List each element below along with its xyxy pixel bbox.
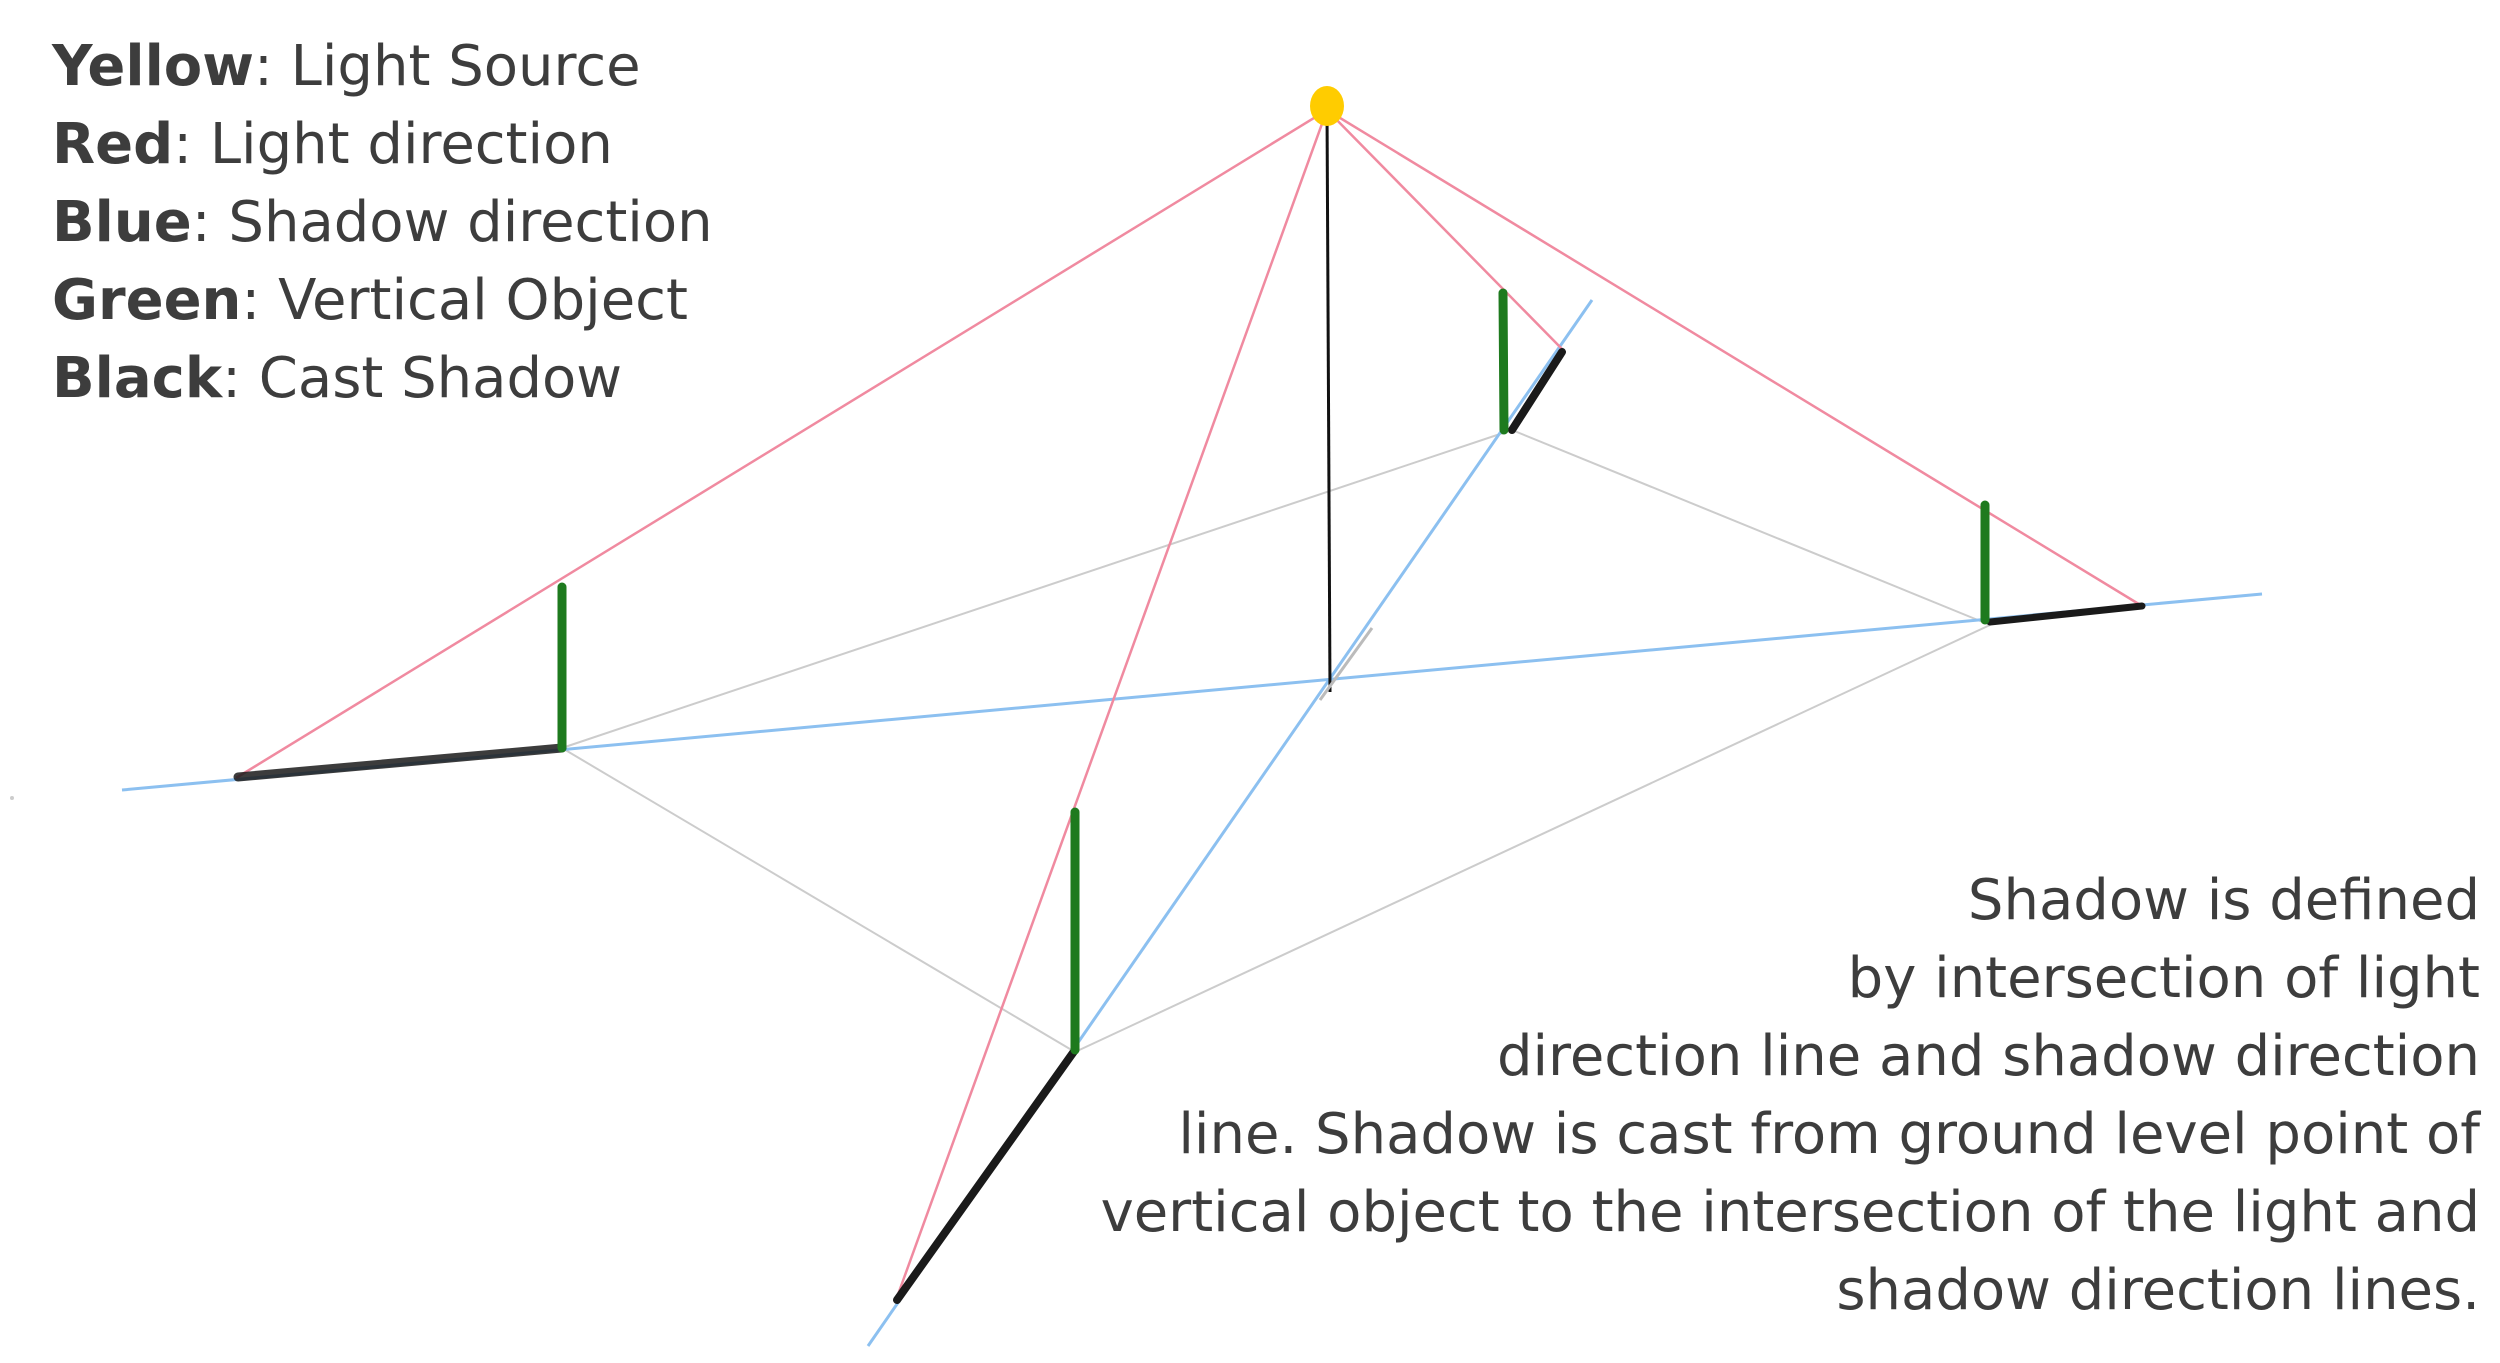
cast-shadows [233, 348, 2146, 1304]
explanation-line: line. Shadow is cast from ground level p… [1178, 1102, 2480, 1167]
legend-item-black: Black: Cast Shadow [52, 340, 713, 418]
ground-edge-right-bottom [1074, 624, 1991, 1053]
legend-item-green: Green: Vertical Object [52, 262, 713, 340]
legend: Yellow: Light Source Red: Light directio… [52, 28, 713, 418]
light-direction-line-back [1326, 109, 1564, 351]
legend-desc: Cast Shadow [258, 346, 623, 411]
legend-item-blue: Blue: Shadow direction [52, 184, 713, 262]
plumb-line [1325, 107, 1332, 693]
legend-separator: : [254, 34, 291, 99]
ground-edge-top-right [1511, 429, 1991, 626]
stray-mark [10, 796, 14, 800]
cast-shadow-left [233, 743, 567, 782]
legend-separator: : [222, 346, 259, 411]
legend-item-red: Red: Light direction [52, 106, 713, 184]
vertical-objects [557, 288, 1990, 1055]
ground-edge-bottom-left [561, 747, 1076, 1053]
explanation-line: direction line and shadow direction [1496, 1024, 2480, 1089]
legend-key: Blue [52, 190, 192, 255]
light-direction-line-left [235, 108, 1328, 780]
explanation-line: shadow direction lines. [1836, 1258, 2480, 1323]
legend-key: Red [52, 112, 174, 177]
explanation-line: Shadow is defined [1967, 868, 2480, 933]
legend-separator: : [173, 112, 210, 177]
legend-item-yellow: Yellow: Light Source [52, 28, 713, 106]
light-direction-line-right [1326, 108, 2143, 608]
cast-shadow-front [893, 1046, 1079, 1304]
explanation-line: by intersection of light [1847, 946, 2480, 1011]
legend-desc: Vertical Object [278, 268, 688, 333]
ground-plane [561, 429, 1991, 1053]
plumb-foot-mark [1318, 627, 1374, 701]
ground-edge-left-top [561, 429, 1513, 749]
vertical-object-back [1498, 288, 1509, 435]
light-source-dot [1310, 86, 1344, 126]
legend-key: Green [52, 268, 242, 333]
legend-key: Black [52, 346, 223, 411]
legend-desc: Light direction [209, 112, 613, 177]
legend-separator: : [241, 268, 279, 333]
cast-shadow-back [1508, 348, 1566, 434]
explanation-text: Shadow is defined by intersection of lig… [1060, 862, 2480, 1330]
cast-shadow-right [1986, 602, 2146, 626]
legend-desc: Shadow direction [228, 190, 713, 255]
light-direction-line-front [894, 109, 1329, 1301]
legend-key: Yellow [52, 34, 254, 99]
explanation-line: vertical object to the intersection of t… [1100, 1180, 2480, 1245]
light-direction-lines [235, 108, 2143, 1301]
legend-separator: : [191, 190, 229, 255]
legend-desc: Light Source [290, 34, 641, 99]
